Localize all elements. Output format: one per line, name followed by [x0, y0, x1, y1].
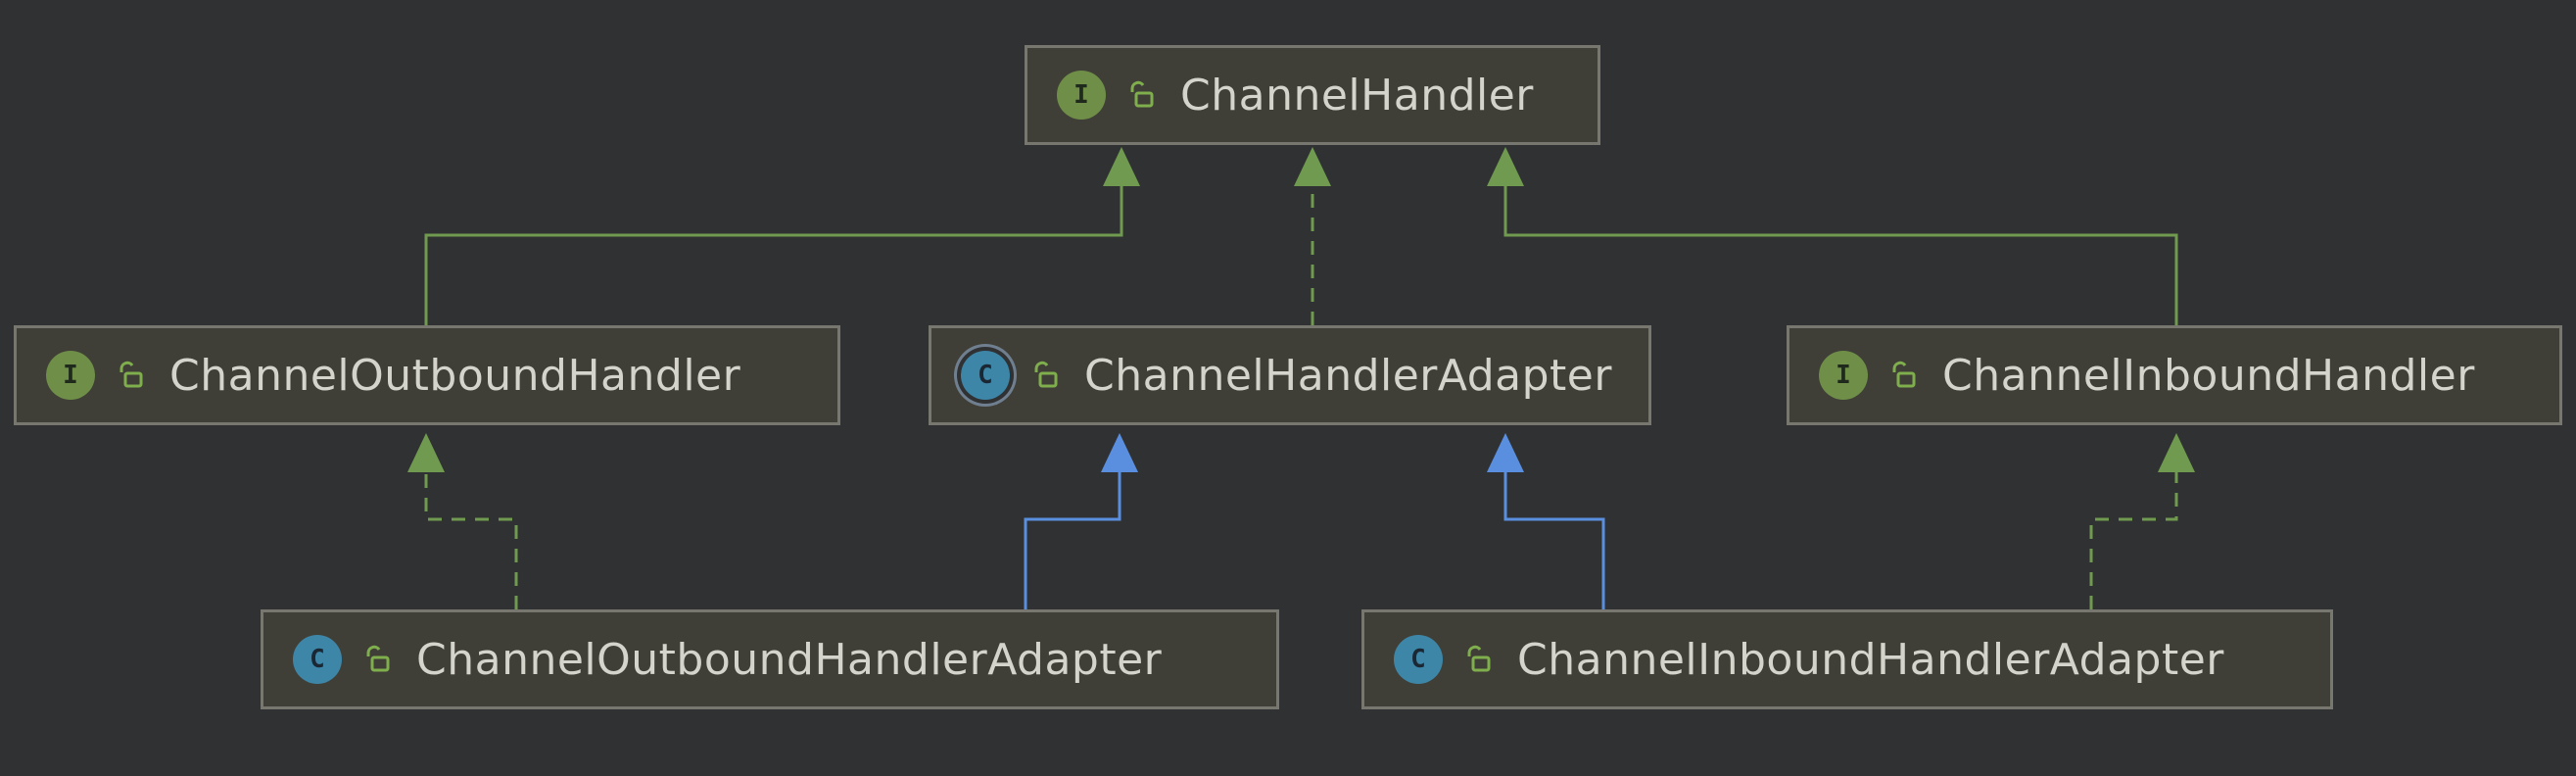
edge-inbound-handler-to-channel-handler	[1487, 147, 2178, 325]
unlocked-icon	[113, 358, 148, 393]
edge-inbound-adapter-to-handler-adapter	[1487, 433, 1605, 609]
edge-outbound-adapter-to-outbound-handler	[407, 433, 518, 609]
node-label: ChannelInboundHandler	[1942, 350, 2475, 401]
unlocked-icon	[1123, 77, 1159, 113]
edge-inbound-adapter-to-inbound-handler	[2089, 433, 2195, 609]
node-channel-inbound-handler[interactable]: I ChannelInboundHandler	[1787, 325, 2562, 425]
unlocked-icon	[1460, 642, 1496, 677]
node-label: ChannelOutboundHandlerAdapter	[416, 634, 1163, 685]
interface-icon: I	[1819, 351, 1868, 400]
interface-icon: I	[46, 351, 95, 400]
node-label: ChannelOutboundHandler	[169, 350, 741, 401]
abstract-class-icon: C	[961, 351, 1010, 400]
node-channel-outbound-handler-adapter[interactable]: C ChannelOutboundHandlerAdapter	[261, 609, 1279, 709]
edge-outbound-adapter-to-handler-adapter	[1024, 433, 1138, 609]
unlocked-icon	[1885, 358, 1921, 393]
class-icon: C	[1394, 635, 1443, 684]
node-label: ChannelInboundHandlerAdapter	[1517, 634, 2224, 685]
node-channel-outbound-handler[interactable]: I ChannelOutboundHandler	[14, 325, 840, 425]
node-channel-handler-adapter[interactable]: C ChannelHandlerAdapter	[929, 325, 1651, 425]
interface-icon: I	[1057, 71, 1106, 120]
node-label: ChannelHandlerAdapter	[1084, 350, 1612, 401]
class-icon: C	[293, 635, 342, 684]
edge-outbound-handler-to-channel-handler	[424, 147, 1140, 325]
node-channel-inbound-handler-adapter[interactable]: C ChannelInboundHandlerAdapter	[1361, 609, 2333, 709]
node-channel-handler[interactable]: I ChannelHandler	[1025, 45, 1600, 145]
unlocked-icon	[1027, 358, 1063, 393]
node-label: ChannelHandler	[1180, 70, 1534, 121]
unlocked-icon	[359, 642, 395, 677]
edge-handler-adapter-to-channel-handler	[1294, 147, 1331, 325]
